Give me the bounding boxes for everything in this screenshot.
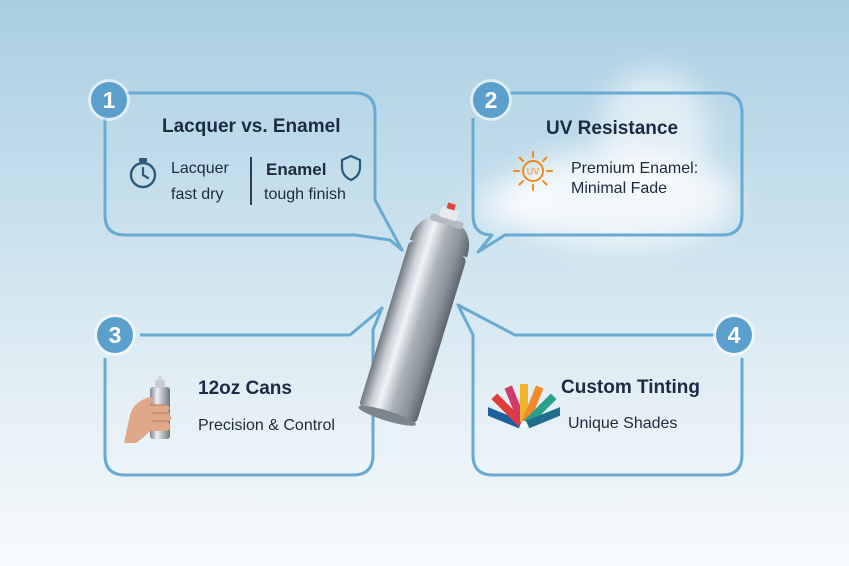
tinting-desc: Unique Shades: [568, 415, 678, 432]
panel-2-outline: [471, 91, 744, 254]
badge-4: 4: [716, 317, 752, 353]
uv-line-1: Premium Enamel:: [571, 160, 699, 177]
panel-4-title: Custom Tinting: [561, 377, 700, 398]
uv-line-2: Minimal Fade: [571, 180, 668, 197]
comparison-divider: [250, 157, 252, 205]
lacquer-label: Lacquer: [171, 160, 229, 177]
shield-icon: [340, 154, 362, 182]
stopwatch-icon: [129, 158, 157, 189]
badge-1: 1: [91, 82, 127, 118]
panel-1-title: Lacquer vs. Enamel: [162, 116, 341, 137]
color-swatch-fan-icon: [488, 384, 560, 429]
badge-3: 3: [97, 317, 133, 353]
hand-holding-can-icon: [124, 376, 172, 443]
enamel-desc: tough finish: [264, 186, 346, 203]
uv-sun-icon: UV: [513, 151, 553, 191]
uv-icon-text: UV: [527, 167, 540, 177]
panel-1-outline: [103, 91, 404, 252]
lacquer-desc: fast dry: [171, 186, 224, 203]
enamel-label: Enamel: [266, 160, 327, 179]
spray-can-icon: [358, 202, 470, 426]
spray-cloud-top: [600, 70, 710, 190]
panel-4-outline: [456, 303, 744, 477]
spray-cloud-mist: [475, 185, 555, 225]
panel-2-title: UV Resistance: [546, 118, 679, 139]
badge-2: 2: [473, 82, 509, 118]
panel-3-title: 12oz Cans: [198, 378, 292, 399]
cans-desc: Precision & Control: [198, 417, 335, 434]
